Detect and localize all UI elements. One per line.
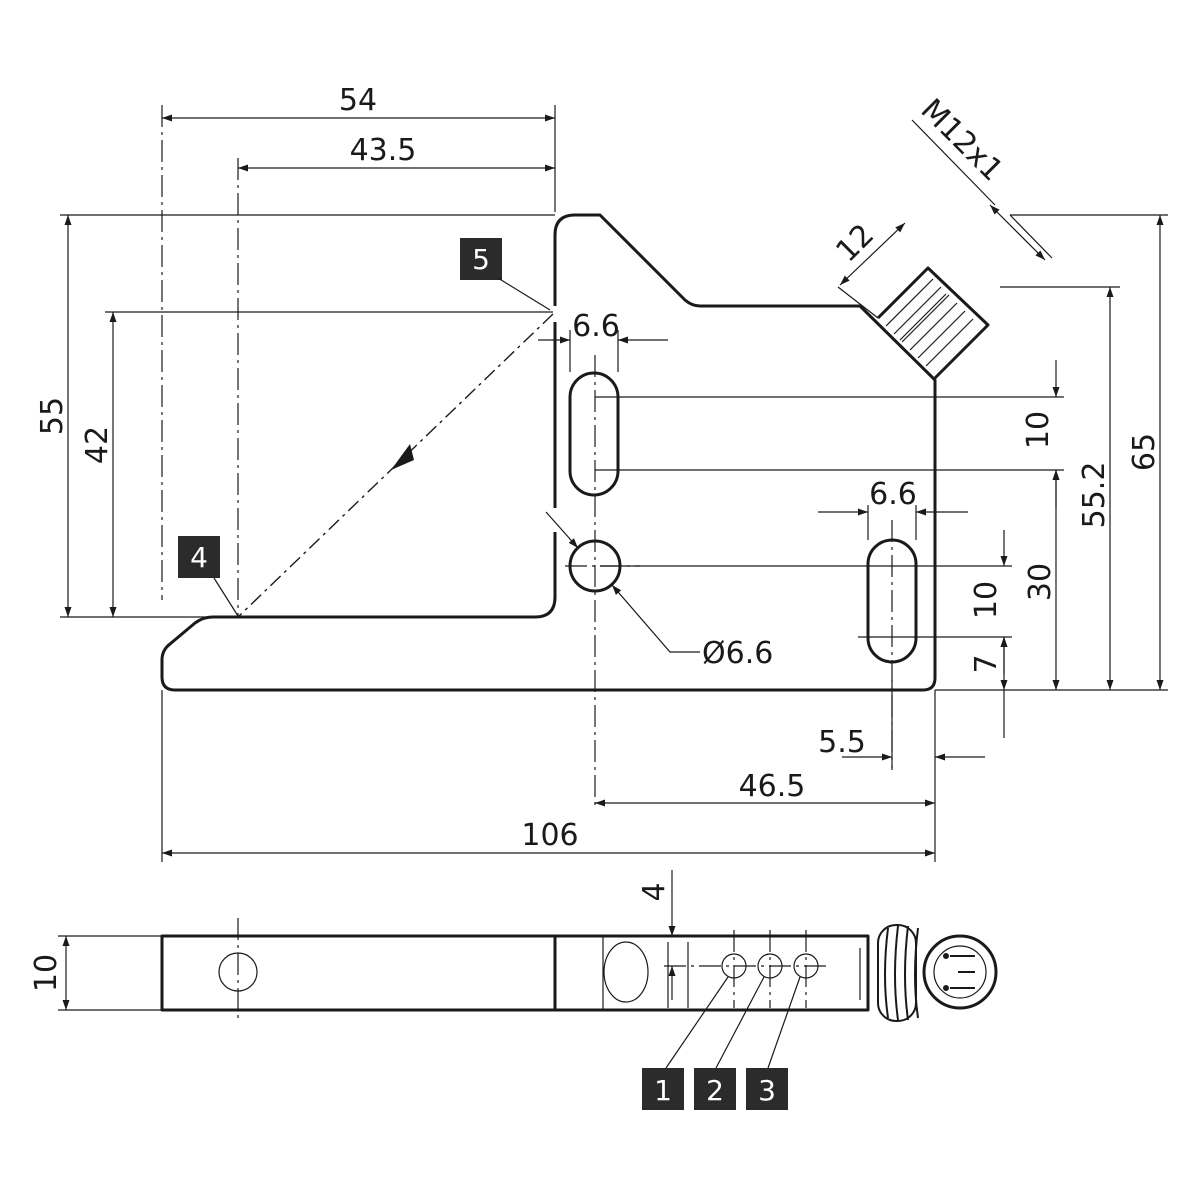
svg-text:3: 3: [758, 1074, 776, 1107]
dim-12: 12: [829, 217, 881, 269]
dim-5-5: 5.5: [818, 725, 866, 760]
dimensions: 54 43.5 55 42 65 55.2 10 30: [35, 83, 1168, 862]
svg-text:2: 2: [706, 1074, 724, 1107]
dim-46-5: 46.5: [739, 769, 806, 804]
slot-top: [568, 371, 620, 497]
dim-42: 42: [80, 426, 115, 464]
dim-106: 106: [521, 818, 578, 853]
marker-5: 5: [460, 238, 551, 311]
dim-thickness: 10: [29, 954, 64, 992]
front-view: [160, 105, 990, 810]
marker-1: 1: [642, 1068, 684, 1110]
connector-thread: [876, 266, 990, 380]
dim-6-6-top: 6.6: [572, 309, 620, 344]
svg-text:1: 1: [654, 1074, 672, 1107]
dim-6-6-right: 6.6: [869, 477, 917, 512]
dim-4: 4: [637, 882, 672, 901]
dim-slot-top-10: 10: [1021, 411, 1056, 449]
dim-54: 54: [339, 83, 377, 118]
dim-thread: M12x1: [914, 92, 1010, 188]
dim-55-2: 55.2: [1077, 462, 1112, 529]
dim-slot-right-10: 10: [969, 581, 1004, 619]
connector-end: [877, 924, 998, 1022]
svg-text:4: 4: [190, 541, 208, 574]
dim-43-5: 43.5: [350, 133, 417, 168]
marker-2: 2: [694, 1068, 736, 1110]
dim-30: 30: [1023, 563, 1058, 601]
dim-7: 7: [969, 654, 1004, 673]
side-view: 10 4: [29, 870, 998, 1069]
side-body: [160, 934, 870, 1012]
dim-55: 55: [35, 397, 70, 435]
marker-4: 4: [178, 536, 239, 617]
dim-hole-diameter: Ø6.6: [702, 636, 773, 671]
dim-65: 65: [1127, 433, 1162, 471]
housing-outline: [160, 213, 937, 692]
side-lens: [603, 941, 649, 1003]
marker-3: 3: [746, 1068, 788, 1110]
svg-text:5: 5: [472, 243, 490, 276]
